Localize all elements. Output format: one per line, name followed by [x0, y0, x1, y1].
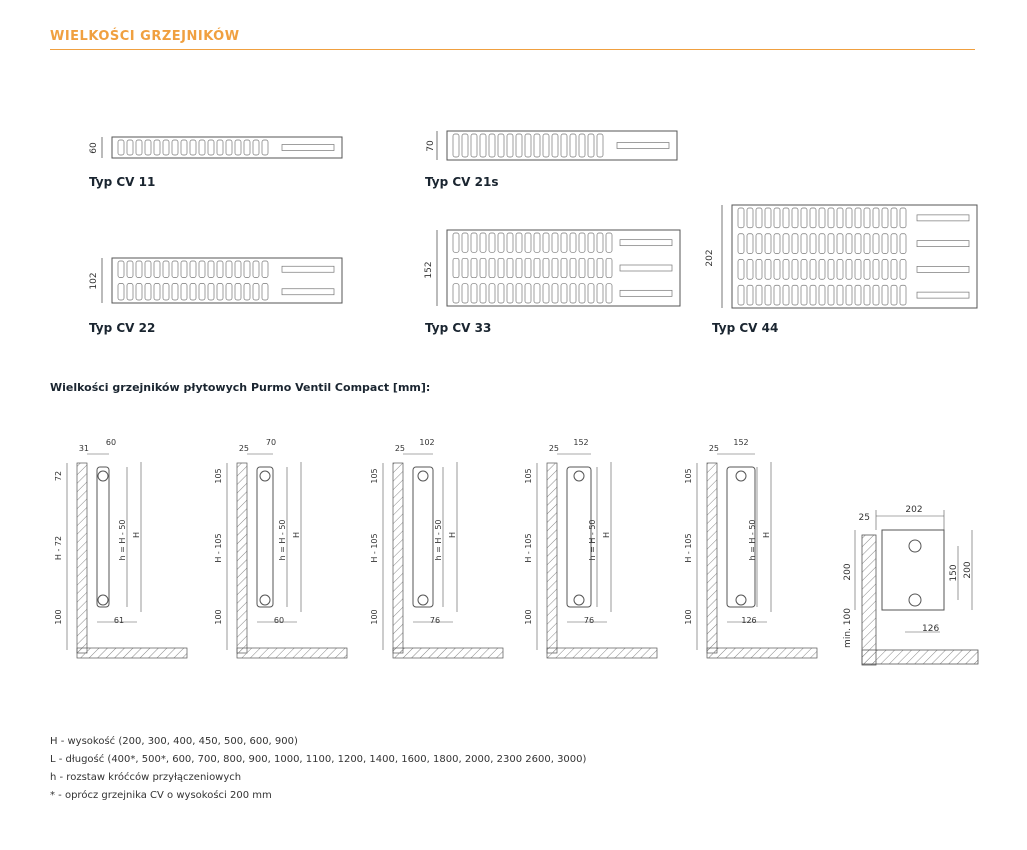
type-label-cv22: Typ CV 22 [89, 321, 156, 335]
dim-floor-2: 100 [214, 609, 223, 624]
special-floor: min. 100 [843, 608, 853, 648]
dim-bottom-2: 60 [274, 616, 284, 625]
cross-section-cv44: 202 [705, 204, 978, 309]
dim-floor-4: 100 [524, 609, 533, 624]
dim-hminus-2: H - 105 [214, 533, 223, 562]
dim-bottom-5: 126 [741, 616, 756, 625]
mount-detail-4: 25 152 105 H - 105 h = H - 50 H 100 76 [524, 438, 658, 659]
dim-cv22: 102 [89, 272, 99, 289]
dim-upper-1: 72 [54, 471, 63, 481]
cross-section-cv21s: 70 [426, 130, 678, 161]
dim-cv44: 202 [705, 249, 715, 266]
dim-h-2: H [292, 532, 301, 538]
cross-section-cv11: 60 [89, 136, 343, 159]
dim-top-1: 60 [106, 438, 116, 447]
cross-section-cv22: 102 [89, 257, 343, 304]
legend-height: H - wysokość (200, 300, 400, 450, 500, 6… [50, 736, 298, 747]
legend-length: L - długość (400*, 500*, 600, 700, 800, … [50, 754, 587, 765]
type-label-cv11: Typ CV 11 [89, 175, 156, 189]
special-inner: 150 [949, 564, 959, 581]
dim-upper-3: 105 [370, 468, 379, 483]
mount-detail-5: 25 152 105 H - 105 h = H - 50 H 100 126 [684, 438, 818, 659]
special-left: 25 [859, 513, 870, 523]
dim-cv33: 152 [424, 261, 434, 278]
legend-spacing: h - rozstaw króćców przyłączeniowych [50, 772, 242, 783]
special-top: 202 [905, 505, 922, 515]
dim-left-3: 25 [395, 444, 405, 453]
dim-left-4: 25 [549, 444, 559, 453]
dim-hformula-1: h = H - 50 [118, 519, 127, 560]
type-label-cv44: Typ CV 44 [712, 321, 779, 335]
dim-hformula-3: h = H - 50 [434, 519, 443, 560]
dim-h-3: H [448, 532, 457, 538]
dim-upper-4: 105 [524, 468, 533, 483]
dim-top-5: 152 [733, 438, 748, 447]
dim-hformula-4: h = H - 50 [588, 519, 597, 560]
dim-hminus-5: H - 105 [684, 533, 693, 562]
dim-cv11: 60 [89, 142, 99, 154]
dim-hformula-5: h = H - 50 [748, 519, 757, 560]
dim-hminus-4: H - 105 [524, 533, 533, 562]
dim-bottom-3: 76 [430, 616, 440, 625]
dim-upper-2: 105 [214, 468, 223, 483]
special-bottom: 126 [922, 624, 939, 634]
dim-top-4: 152 [573, 438, 588, 447]
special-outer: 200 [963, 561, 973, 578]
dim-left-5: 25 [709, 444, 719, 453]
legend-note: * - oprócz grzejnika CV o wysokości 200 … [50, 790, 272, 801]
dim-floor-1: 100 [54, 609, 63, 624]
dim-top-2: 70 [266, 438, 276, 447]
mount-detail-3: 25 102 105 H - 105 h = H - 50 H 100 76 [370, 438, 504, 659]
dim-top-3: 102 [419, 438, 434, 447]
page-title: WIELKOŚCI GRZEJNIKÓW [50, 29, 240, 44]
type-label-cv21s: Typ CV 21s [425, 175, 499, 189]
dim-upper-5: 105 [684, 468, 693, 483]
dim-hformula-2: h = H - 50 [278, 519, 287, 560]
mount-detail-1: 31 60 72 H - 72 h = H - 50 H 100 61 [54, 438, 188, 659]
dim-floor-3: 100 [370, 609, 379, 624]
mount-detail-2: 25 70 105 H - 105 h = H - 50 H 100 60 [214, 438, 348, 659]
dim-floor-5: 100 [684, 609, 693, 624]
title-divider [50, 49, 975, 50]
dim-h-4: H [602, 532, 611, 538]
dim-h-1: H [132, 532, 141, 538]
legend: H - wysokość (200, 300, 400, 450, 500, 6… [50, 733, 586, 805]
dim-h-5: H [762, 532, 771, 538]
dim-bottom-4: 76 [584, 616, 594, 625]
dim-bottom-1: 61 [114, 616, 124, 625]
dim-cv21s: 70 [426, 140, 436, 152]
special-left-h: 200 [843, 563, 853, 580]
dim-left-1: 31 [79, 444, 89, 453]
section-heading: Wielkości grzejników płytowych Purmo Ven… [50, 381, 431, 394]
cross-section-cv33: 152 [424, 229, 681, 307]
type-label-cv33: Typ CV 33 [425, 321, 492, 335]
dim-left-2: 25 [239, 444, 249, 453]
dim-hminus-1: H - 72 [54, 536, 63, 560]
dim-hminus-3: H - 105 [370, 533, 379, 562]
special-detail: 25 202 200 min. 100 150 200 126 [843, 505, 979, 666]
